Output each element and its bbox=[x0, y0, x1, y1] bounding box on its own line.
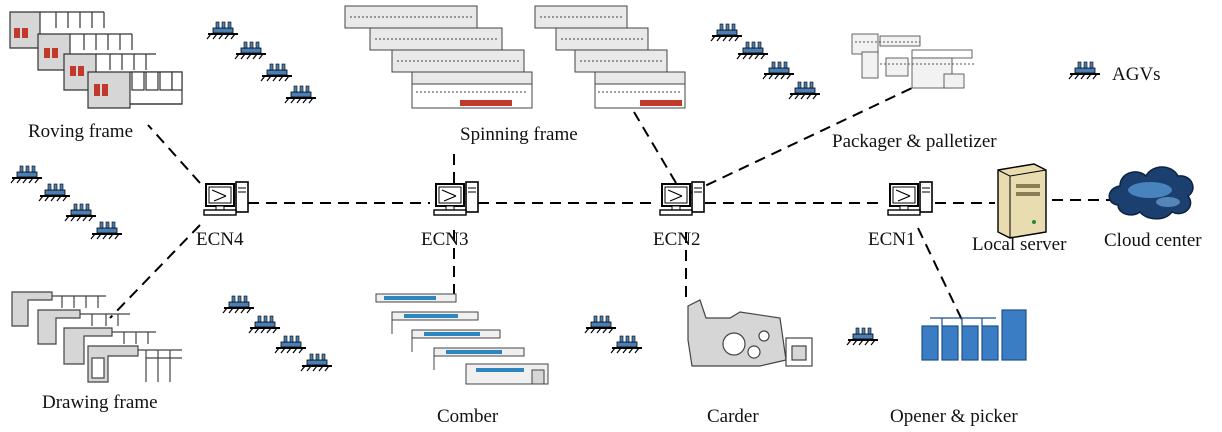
agv-group-top-right bbox=[710, 23, 821, 100]
agv-icon bbox=[234, 41, 267, 60]
label-spinning-frame: Spinning frame bbox=[460, 124, 578, 145]
agv-icon bbox=[90, 221, 123, 240]
agv-group-top-left bbox=[206, 21, 317, 104]
connections bbox=[109, 87, 1112, 321]
roving-frame-machine bbox=[9, 11, 183, 109]
label-ecn2: ECN2 bbox=[653, 229, 701, 250]
label-opener-picker: Opener & picker bbox=[890, 406, 1018, 427]
agv-icon bbox=[610, 335, 643, 354]
agv-icon bbox=[846, 327, 879, 346]
cloud-icon bbox=[1108, 166, 1194, 220]
link-ecn2-packager bbox=[689, 87, 913, 194]
agv-icon bbox=[10, 165, 43, 184]
carder-machine bbox=[687, 299, 813, 367]
agv-icon bbox=[1068, 61, 1101, 80]
label-local-server: Local server bbox=[972, 234, 1067, 255]
label-ecn1: ECN1 bbox=[868, 229, 916, 250]
agv-icon bbox=[248, 315, 281, 334]
ecn3-computer-icon bbox=[433, 181, 479, 216]
label-ecn3: ECN3 bbox=[421, 229, 469, 250]
label-cloud-center: Cloud center bbox=[1104, 230, 1202, 251]
label-comber: Comber bbox=[437, 406, 499, 427]
agv-icon bbox=[710, 23, 743, 42]
agv-icon bbox=[788, 81, 821, 100]
link-ecn4-drawing bbox=[109, 224, 201, 319]
ecn4-computer-icon bbox=[203, 181, 249, 216]
label-roving-frame: Roving frame bbox=[28, 121, 133, 142]
comber-machine bbox=[375, 293, 549, 385]
agv-icon bbox=[736, 41, 769, 60]
agv-icon bbox=[762, 61, 795, 80]
packager-palletizer-machine bbox=[851, 33, 974, 89]
agv-icon bbox=[206, 21, 239, 40]
agv-icon bbox=[38, 183, 71, 202]
label-carder: Carder bbox=[707, 406, 759, 427]
link-ecn1-opener bbox=[917, 227, 963, 321]
agv-group-bottom-left bbox=[222, 295, 333, 372]
agv-icon bbox=[274, 335, 307, 354]
label-ecn4: ECN4 bbox=[196, 229, 244, 250]
spinning-frame-machine-a bbox=[344, 5, 533, 109]
agv-icon bbox=[584, 315, 617, 334]
label-packager-palletizer: Packager & palletizer bbox=[832, 131, 997, 152]
agv-icon bbox=[222, 295, 255, 314]
agv-icon bbox=[260, 63, 293, 82]
agv-icon bbox=[64, 203, 97, 222]
label-agvs: AGVs bbox=[1112, 64, 1161, 85]
agv-group-bottom-middle bbox=[584, 315, 643, 354]
spinning-frame-machine-b bbox=[534, 5, 686, 109]
link-ecn2-spinning bbox=[633, 111, 677, 184]
ecn1-computer-icon bbox=[887, 181, 933, 216]
agv-icon bbox=[284, 85, 317, 104]
agv-group-left bbox=[10, 165, 123, 240]
server-icon bbox=[997, 163, 1047, 239]
agv-icon bbox=[300, 353, 333, 372]
drawing-frame-machine bbox=[11, 291, 182, 383]
label-drawing-frame: Drawing frame bbox=[42, 392, 158, 413]
ecn2-computer-icon bbox=[659, 181, 705, 216]
opener-picker-machine bbox=[921, 309, 1027, 361]
link-ecn4-roving bbox=[147, 124, 201, 184]
